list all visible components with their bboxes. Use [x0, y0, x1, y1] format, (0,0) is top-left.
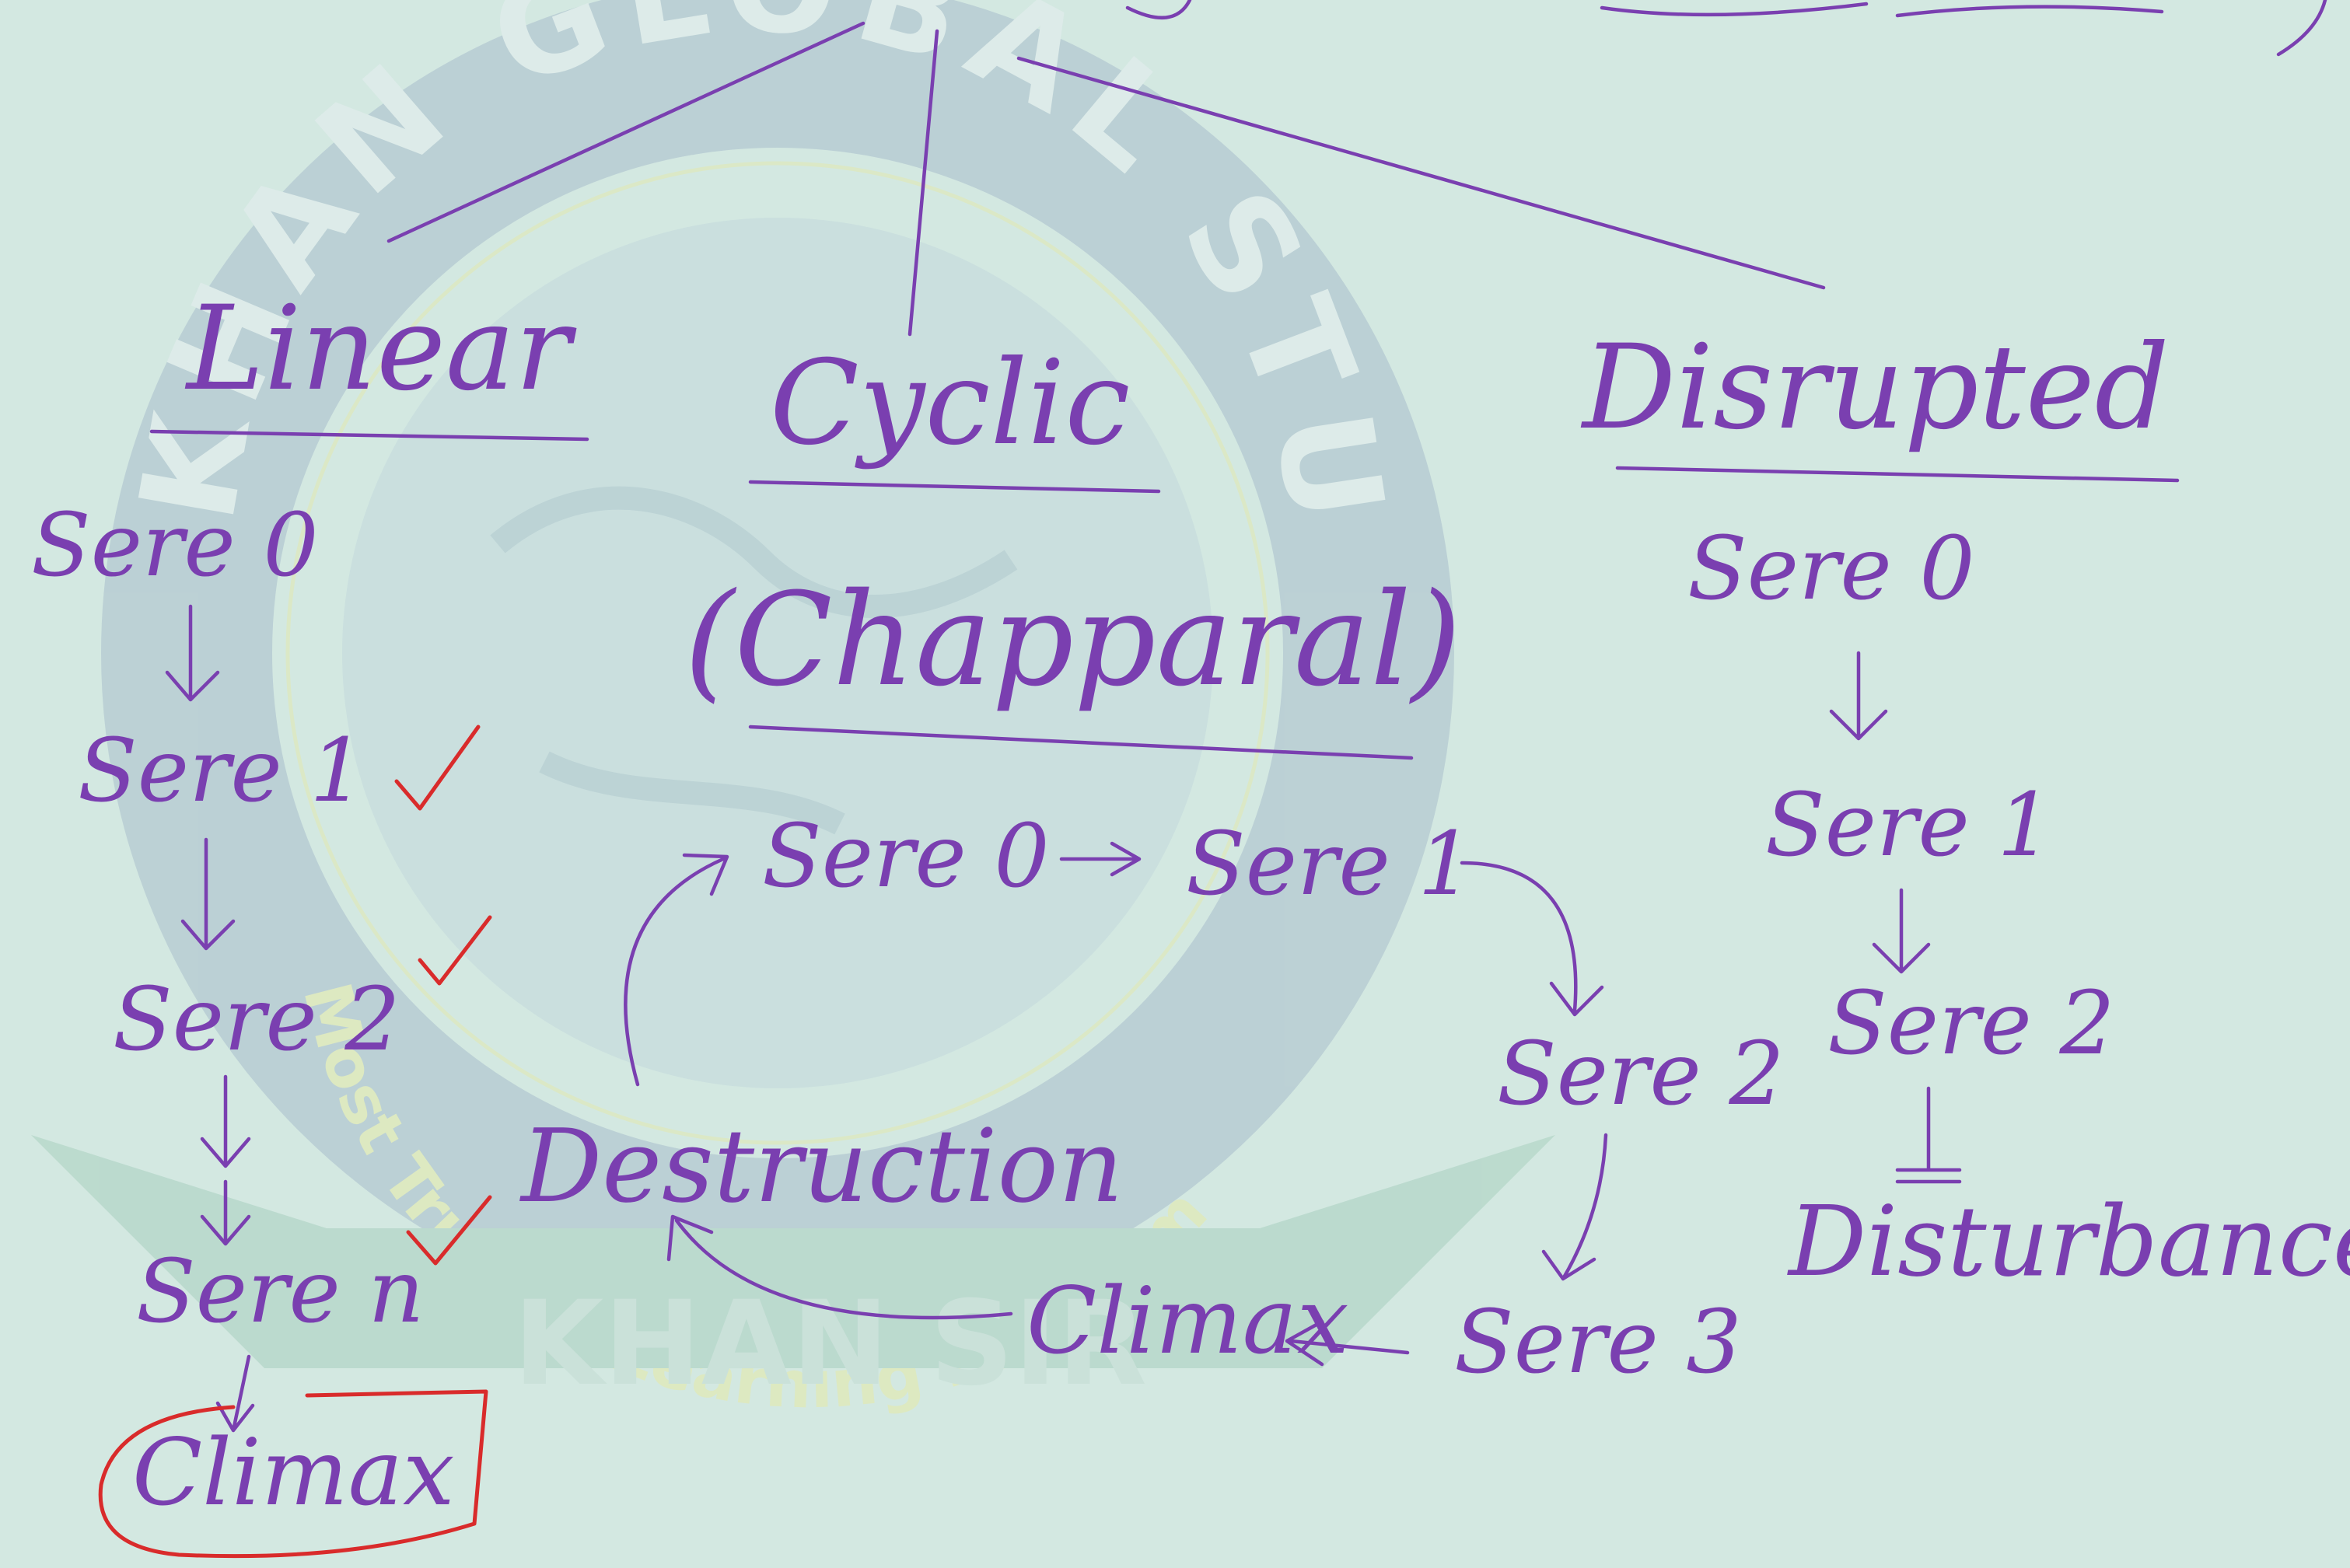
disrupted-title-underline — [1615, 466, 2180, 483]
cyclic-destruction: Destruction — [519, 1107, 1124, 1225]
watermark-inner-ring — [285, 161, 1270, 1145]
cyclic-step-3: Sere 3 — [1454, 1292, 1742, 1393]
climax-highlight-circle — [98, 1389, 488, 1559]
top-scribbles — [1125, 0, 2327, 57]
branch-line-cyclic — [907, 29, 939, 337]
top-scribble-left — [1125, 0, 1192, 20]
cyclic-arrow-3-climax — [1285, 1319, 1410, 1367]
branch-cyclic: Cyclic (Chapparal) Sere 0 Sere 1 Sere 2 … — [519, 336, 1785, 1393]
cyclic-step-0: Sere 0 — [762, 806, 1050, 907]
linear-title: Linear — [184, 281, 577, 417]
watermark-banner-text: KHAN SIR — [513, 1276, 1147, 1412]
disrupted-step-0: Sere 0 — [1687, 519, 1975, 620]
disrupted-end: Disturbance — [1787, 1186, 2350, 1298]
cyclic-step-2: Sere 2 — [1497, 1024, 1785, 1125]
cyclic-step-1: Sere 1 — [1186, 814, 1474, 915]
tree-connectors — [386, 21, 1826, 337]
tick-icon — [418, 915, 492, 986]
watermark: KHAN GLOBAL STUDIES Most Trusted Learnin… — [0, 0, 1555, 1423]
globe-icon — [342, 218, 1213, 1088]
branch-linear: Linear Sere 0 Sere 1 Sere 2 Sere n Clima… — [31, 281, 589, 1559]
cyclic-title: Cyclic — [770, 336, 1130, 471]
cyclic-subtitle: (Chapparal) — [684, 565, 1461, 714]
linear-arrow-2 — [200, 1074, 251, 1246]
disrupted-arrow-1 — [1872, 888, 1931, 974]
linear-step-1: Sere 1 — [78, 721, 365, 822]
disrupted-arrow-0 — [1829, 651, 1888, 741]
linear-step-0: Sere 0 — [31, 495, 319, 596]
branch-line-disrupted — [1016, 56, 1826, 290]
linear-title-underline — [149, 429, 589, 442]
cyclic-arrow-2-3 — [1541, 1133, 1608, 1281]
watermark-banner — [31, 1135, 1555, 1368]
branch-disrupted: Disrupted Sere 0 Sere 1 Sere 2 Disturban… — [1580, 320, 2350, 1298]
cyclic-subtitle-underline — [748, 725, 1414, 760]
globe-landmass — [490, 486, 1018, 835]
linear-arrow-1 — [180, 837, 236, 951]
cyclic-arrow-destruction-sere0 — [624, 853, 729, 1087]
disrupted-title: Disrupted — [1580, 320, 2170, 456]
disrupted-step-2: Sere 2 — [1827, 973, 2115, 1074]
disrupted-block-symbol — [1895, 1086, 1962, 1184]
linear-end: Climax — [132, 1419, 455, 1526]
linear-step-3: Sere n — [136, 1241, 425, 1343]
disrupted-step-1: Sere 1 — [1765, 775, 2053, 876]
cyclic-title-underline — [748, 480, 1161, 494]
cyclic-arrow-0-1 — [1059, 841, 1142, 877]
linear-arrow-3 — [215, 1354, 255, 1433]
tick-icon — [394, 725, 481, 811]
cyclic-arrow-1-2 — [1460, 861, 1604, 1017]
linear-step-2: Sere 2 — [113, 969, 400, 1070]
linear-arrow-0 — [165, 604, 220, 702]
top-scribble-right — [1600, 0, 2327, 57]
cyclic-arrow-climax-destruction — [666, 1214, 1013, 1320]
tick-icon — [406, 1195, 492, 1266]
cyclic-climax: Climax — [1026, 1267, 1349, 1374]
branch-line-linear — [386, 21, 866, 243]
